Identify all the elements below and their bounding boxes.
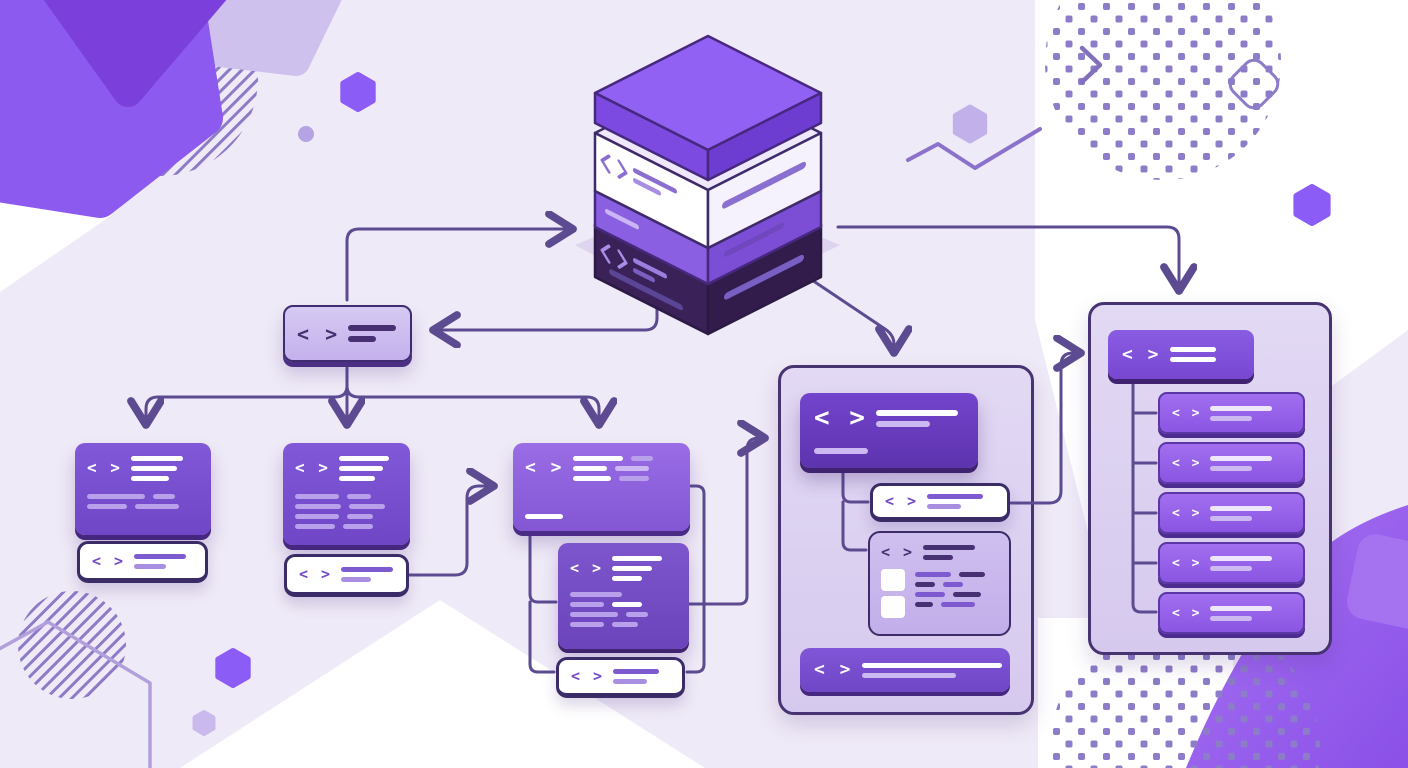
lavender-shape <box>147 0 342 76</box>
code-icon: < > <box>814 659 853 680</box>
stack-layer-dark <box>593 166 823 336</box>
stack-white-code-detail <box>600 154 677 196</box>
diamond-outline <box>1228 58 1280 110</box>
stack-layer-purple-mid <box>593 132 823 286</box>
code-icon: < > <box>295 458 330 477</box>
checklist <box>881 569 998 618</box>
connector-stack-to-center-container <box>795 268 894 350</box>
code-footer-col3: < > <box>556 657 685 698</box>
code-icon: < > <box>1172 605 1202 621</box>
stack-shadow <box>575 190 840 312</box>
code-icon: < > <box>1122 343 1161 365</box>
connector-col3sub-to-center <box>687 438 762 606</box>
connector-root-to-stack <box>345 229 570 302</box>
node-root: < > <box>283 305 412 362</box>
stack-layer-cap <box>593 34 823 182</box>
purple-polygon-top-left <box>0 0 223 218</box>
white-wedge-top-left <box>0 92 112 292</box>
right-list-item: < > <box>1158 392 1305 434</box>
hexagon-small-1 <box>340 72 376 112</box>
right-list-item: < > <box>1158 592 1305 634</box>
stack-dark-code-detail <box>600 244 683 311</box>
connector-root-branch-left <box>146 384 349 422</box>
code-footer-col2: < > <box>284 554 409 597</box>
hexagon-outline-bottom-left <box>0 620 152 768</box>
hexagon-small-5 <box>192 710 216 736</box>
code-block-col2: < > <box>283 443 410 545</box>
connector-stack-to-right-container <box>836 225 1179 288</box>
code-icon: < > <box>1172 455 1202 471</box>
center-white-box: < > <box>870 483 1010 522</box>
connector-root-branch-right <box>345 384 599 422</box>
code-icon: < > <box>814 403 867 433</box>
checkbox <box>881 569 905 591</box>
code-block-col1: < > <box>75 443 211 535</box>
dotted-grid-top-right <box>1045 0 1281 180</box>
code-icon: < > <box>885 492 919 510</box>
right-list-item: < > <box>1158 542 1305 584</box>
striped-circle-top-left <box>62 0 258 176</box>
zigzag-line <box>906 127 1042 170</box>
code-icon: < > <box>881 542 915 561</box>
code-icon: < > <box>525 457 564 478</box>
right-header-block: < > <box>1108 330 1254 379</box>
code-icon: < > <box>1172 555 1202 571</box>
dot-circle <box>298 126 314 142</box>
code-subblock-col3: < > <box>558 543 689 649</box>
hexagon-small-4 <box>215 648 251 688</box>
code-block-col3: < > <box>513 443 690 531</box>
code-icon: < > <box>1172 405 1202 421</box>
connector-col2-to-col3 <box>407 486 491 577</box>
code-icon: < > <box>92 551 126 570</box>
checkbox <box>881 596 905 618</box>
dark-purple-piece <box>43 0 227 107</box>
right-list-item: < > <box>1158 442 1305 484</box>
code-footer-col1: < > <box>77 541 208 583</box>
center-checklist-box: < > <box>868 531 1011 636</box>
code-icon: < > <box>297 321 340 346</box>
connector-col3-bracket-left-1 <box>528 529 558 604</box>
striped-circle-bottom-left <box>18 591 126 699</box>
right-list-item: < > <box>1158 492 1305 534</box>
code-icon: < > <box>570 558 604 577</box>
code-icon: < > <box>1172 505 1202 521</box>
chevron-decor-icon <box>1079 45 1103 85</box>
code-icon: < > <box>571 667 605 685</box>
connector-stack-to-root <box>436 286 659 330</box>
center-bottom-bar: < > <box>800 648 1010 692</box>
purple-chip <box>1347 534 1408 629</box>
hexagon-small-2 <box>952 104 988 144</box>
code-icon: < > <box>299 565 333 583</box>
center-header-block: < > <box>800 393 978 468</box>
stack-layer-white <box>593 74 823 250</box>
code-icon: < > <box>87 458 122 477</box>
connector-col3-bracket-left-2 <box>528 600 556 674</box>
hexagon-small-3 <box>1293 184 1331 226</box>
